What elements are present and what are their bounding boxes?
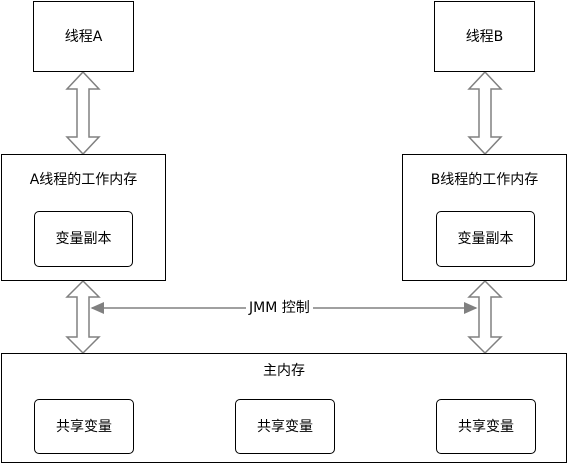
variable-copy-b-box: 变量副本 bbox=[436, 211, 535, 267]
shared-variable-label: 共享变量 bbox=[56, 418, 112, 435]
thread-b-box: 线程B bbox=[434, 1, 535, 72]
variable-copy-b-label: 变量副本 bbox=[457, 231, 514, 247]
variable-copy-a-label: 变量副本 bbox=[55, 231, 112, 247]
shared-variable-box-2: 共享变量 bbox=[235, 399, 335, 454]
main-memory-box: 主内存 共享变量 共享变量 共享变量 bbox=[1, 353, 567, 463]
work-memory-a-box: A线程的工作内存 变量副本 bbox=[1, 154, 166, 281]
main-memory-label: 主内存 bbox=[263, 363, 305, 379]
shared-variable-label: 共享变量 bbox=[458, 418, 514, 435]
double-arrow-a-bottom bbox=[65, 279, 101, 355]
work-memory-a-label: A线程的工作内存 bbox=[29, 172, 138, 188]
variable-copy-a-box: 变量副本 bbox=[34, 211, 133, 267]
shared-variable-box-3: 共享变量 bbox=[436, 399, 536, 454]
shared-variable-box-1: 共享变量 bbox=[34, 399, 134, 454]
thread-b-label: 线程B bbox=[465, 28, 504, 45]
thread-a-label: 线程A bbox=[64, 28, 103, 45]
thread-a-box: 线程A bbox=[33, 1, 134, 72]
work-memory-b-box: B线程的工作内存 变量副本 bbox=[402, 154, 567, 281]
double-arrow-b-top bbox=[467, 70, 503, 156]
work-memory-b-label: B线程的工作内存 bbox=[430, 172, 539, 188]
jmm-control-label: JMM 控制 bbox=[246, 299, 313, 317]
double-arrow-a-top bbox=[65, 70, 101, 156]
double-arrow-b-bottom bbox=[467, 279, 503, 355]
shared-variable-label: 共享变量 bbox=[257, 418, 313, 435]
